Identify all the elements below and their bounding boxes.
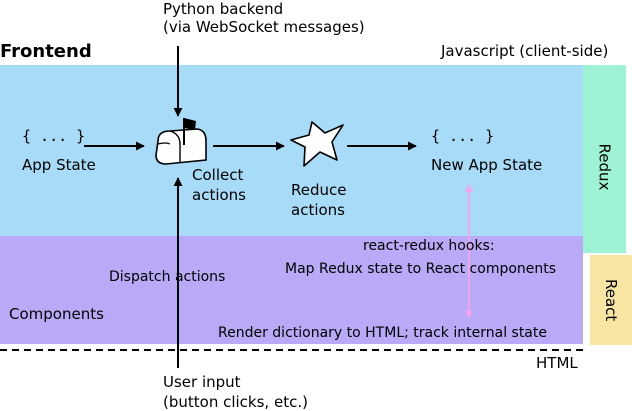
collect-label-line2: actions [192, 186, 246, 204]
hooks-label-line2: Map Redux state to React components [285, 261, 557, 277]
frontend-band [0, 65, 583, 236]
components-label: Components [9, 305, 104, 323]
redux-band [583, 65, 626, 253]
react-label: React [602, 279, 620, 322]
new-state-braces: { ... } [431, 127, 495, 145]
mailbox-icon [155, 118, 207, 165]
react-band [590, 255, 632, 345]
reduce-label-line1: Reduce [291, 181, 347, 199]
user-input-line1: User input [163, 373, 241, 391]
hooks-label-line1: react-redux hooks: [363, 238, 495, 254]
html-label: HTML [536, 354, 578, 372]
render-label: Render dictionary to HTML; track interna… [218, 325, 547, 341]
collect-label-line1: Collect [192, 166, 244, 184]
star-burst-icon [290, 121, 344, 167]
client-side-label: Javascript (client-side) [441, 42, 609, 60]
user-input-line2: (button clicks, etc.) [163, 393, 308, 411]
reduce-label-line2: actions [291, 201, 345, 219]
redux-label: Redux [595, 143, 614, 191]
frontend-title: Frontend [0, 41, 92, 62]
app-state-braces: { ... } [22, 127, 86, 145]
backend-label-line1: Python backend [163, 0, 284, 18]
backend-label-line2: (via WebSocket messages) [163, 18, 365, 36]
components-band [0, 236, 583, 344]
new-state-label: New App State [431, 156, 543, 174]
app-state-label: App State [22, 156, 96, 174]
dispatch-label: Dispatch actions [109, 269, 226, 285]
